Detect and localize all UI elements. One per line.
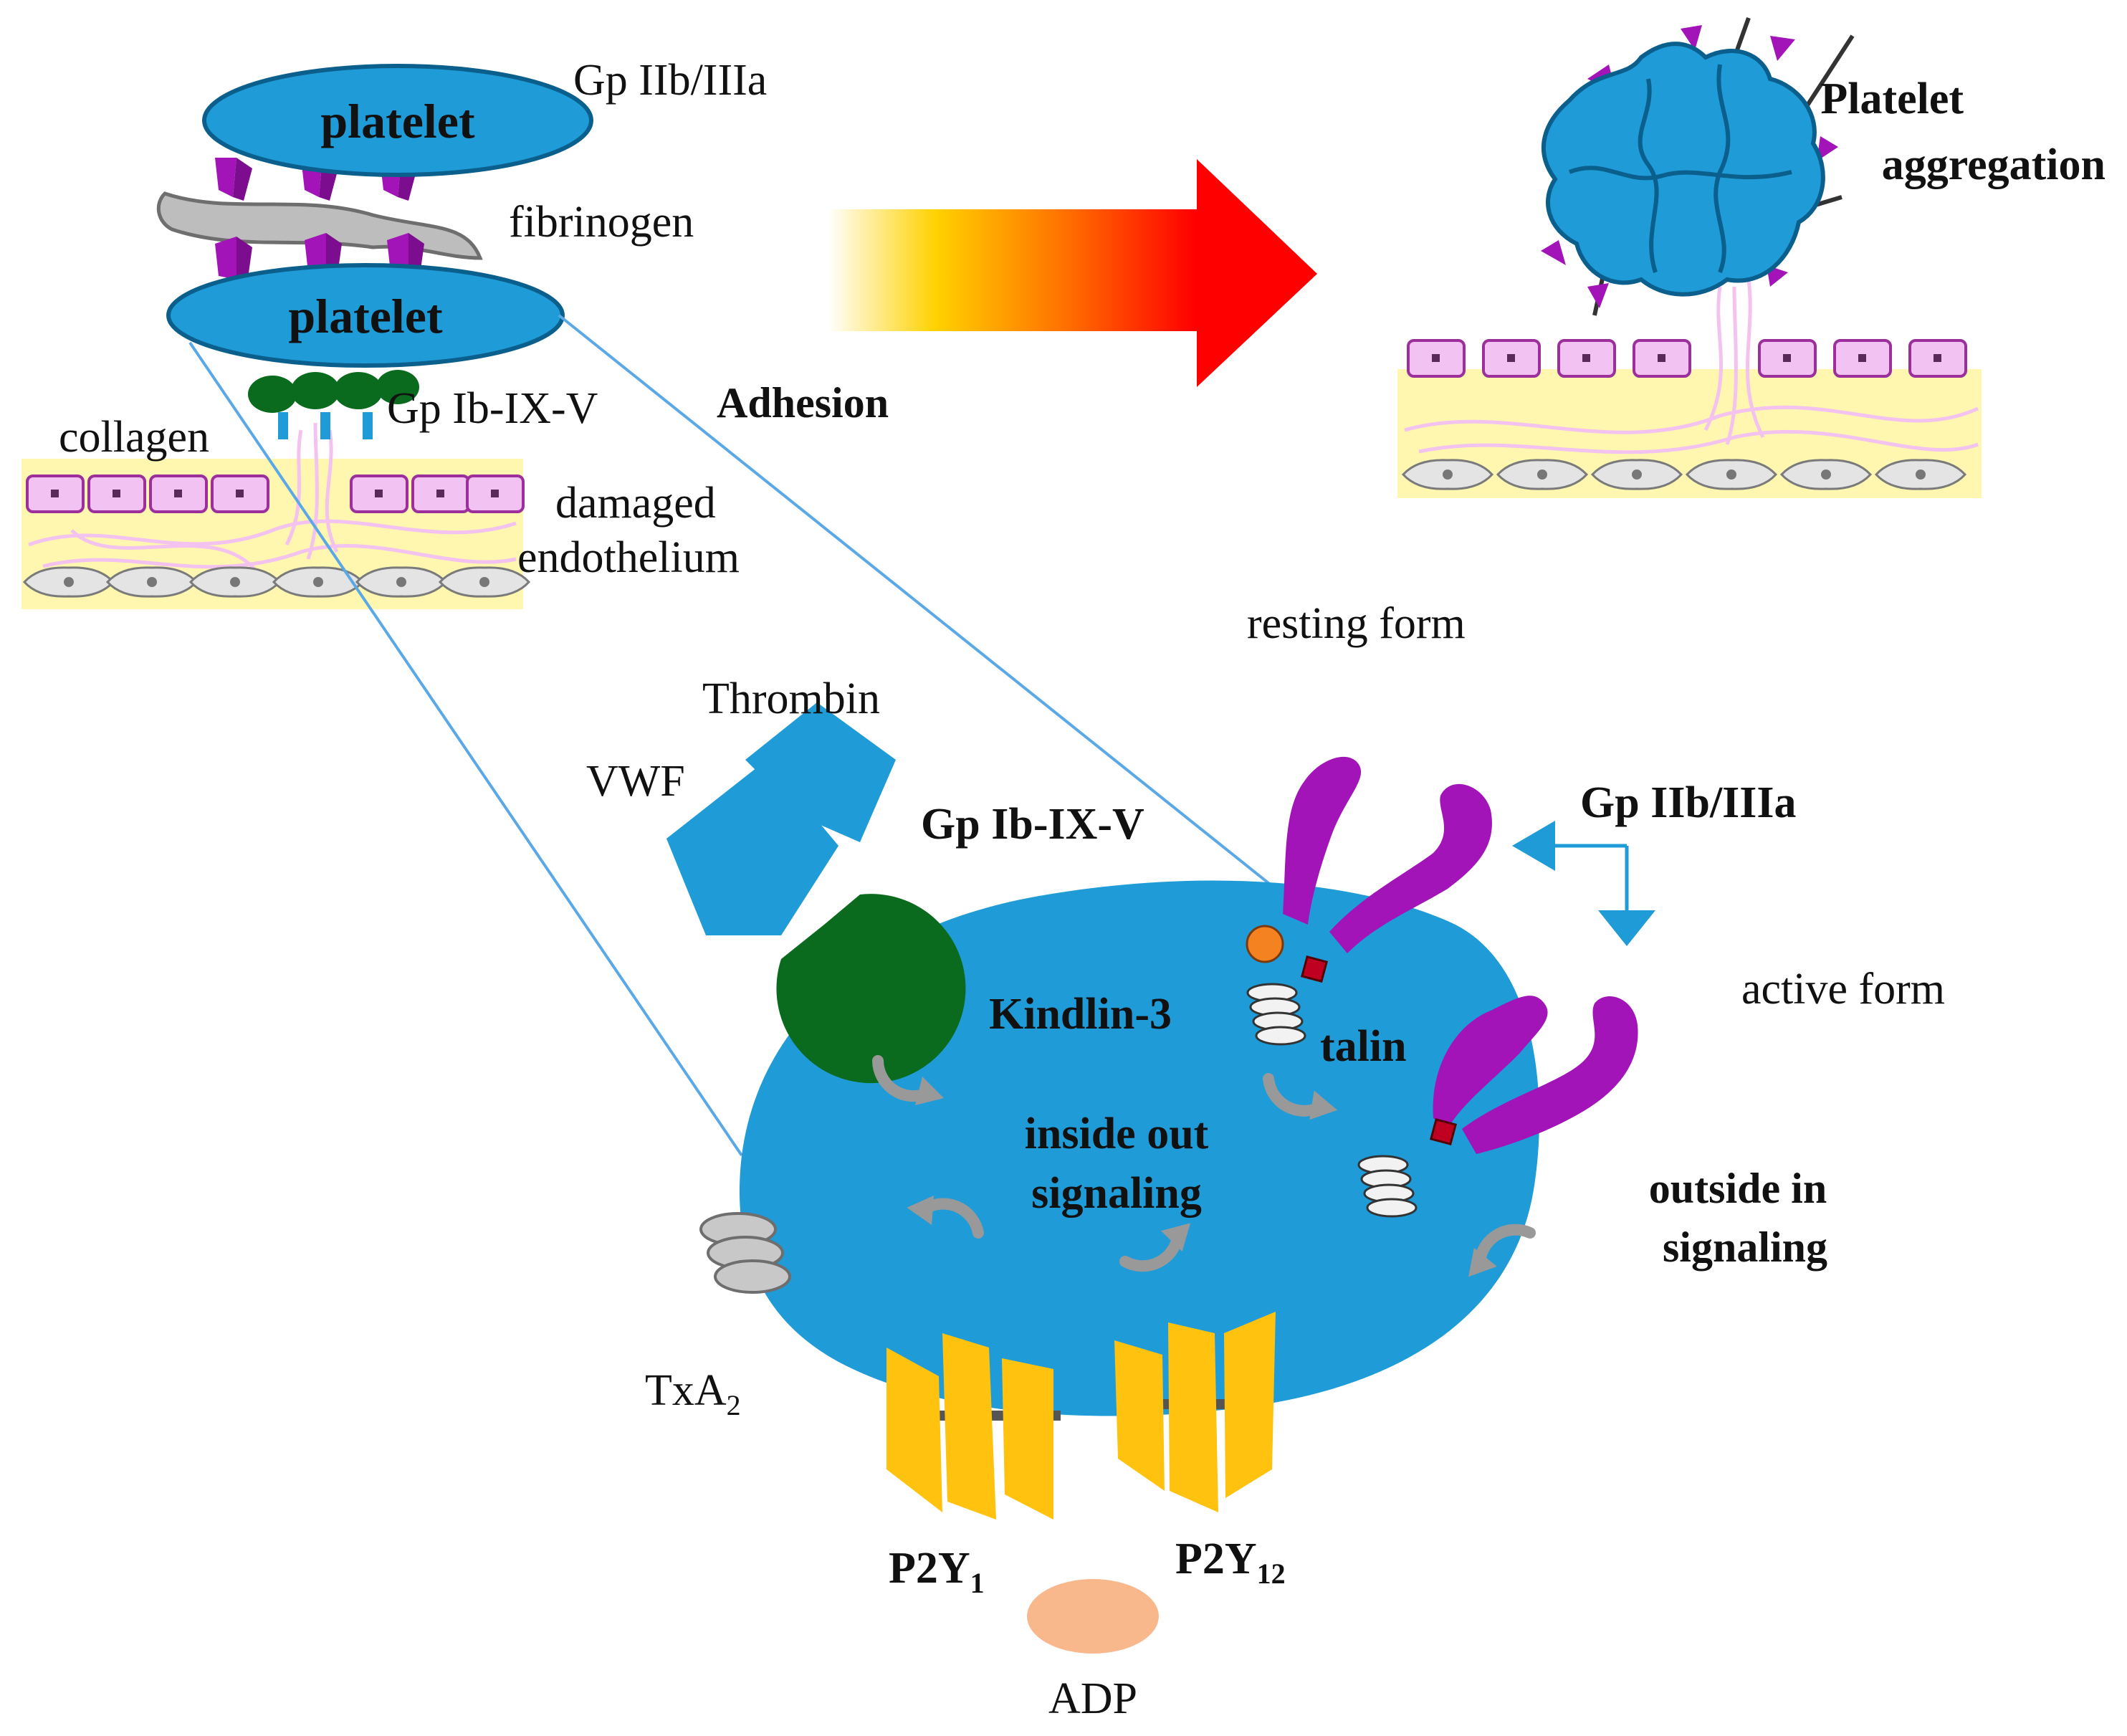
- txa2-receptor: [699, 1212, 791, 1294]
- signaling-panel: resting form Thrombin VWF Gp Ib-IX-V Gp …: [586, 599, 1945, 1723]
- progression-arrow: [828, 159, 1317, 387]
- txa2-label-sub: 2: [727, 1389, 741, 1421]
- gp-iib-iiia-resting: [1246, 756, 1492, 1046]
- txa2-label-main: TxA: [645, 1366, 727, 1415]
- thrombin-label: Thrombin: [702, 674, 880, 723]
- collagen-label: collagen: [59, 413, 209, 462]
- damaged-label: damaged: [555, 479, 716, 528]
- platelet-bottom-label: platelet: [288, 289, 443, 343]
- thrombin-shape: [745, 702, 896, 842]
- collagen-fibers: [28, 422, 517, 575]
- gp-ib-ix-v-top-label: Gp Ib-IX-V: [387, 384, 598, 433]
- talin-label: talin: [1320, 1022, 1407, 1071]
- outside-in-label-2: signaling: [1663, 1224, 1827, 1271]
- kindlin3-label: Kindlin-3: [989, 990, 1172, 1039]
- platelet-aggregate: [1541, 16, 1855, 316]
- adhesion-panel: platelet platelet Gp IIb/IIIa fibrinogen…: [21, 56, 889, 609]
- resting-form-label: resting form: [1247, 599, 1466, 648]
- endothelium-label: endothelium: [517, 533, 740, 582]
- p2y1-label: P2Y1: [889, 1544, 985, 1599]
- adp-label: ADP: [1048, 1674, 1137, 1723]
- endothelial-cell-row-right: [1407, 339, 1967, 378]
- gp-ib-ix-v-receptor: [776, 894, 966, 1084]
- p2y1-label-main: P2Y: [889, 1544, 970, 1593]
- gp-iib-iiia-main-label: Gp IIb/IIIa: [1580, 778, 1797, 827]
- active-form-label: active form: [1741, 965, 1945, 1014]
- inside-out-label-2: signaling: [1031, 1169, 1202, 1218]
- txa2-label: TxA2: [645, 1366, 741, 1421]
- adp-molecule: [1027, 1579, 1159, 1654]
- gp-ib-ix-v-main-label: Gp Ib-IX-V: [921, 800, 1144, 849]
- collagen-fibers-right: [1404, 279, 1979, 454]
- outside-in-label-1: outside in: [1649, 1165, 1827, 1212]
- damaged-vessel-wall: [21, 422, 530, 609]
- p2y1-label-sub: 1: [970, 1567, 985, 1599]
- fibrinogen-label: fibrinogen: [509, 198, 694, 247]
- gp-ib-ix-v-receptors-top: [248, 370, 419, 439]
- p2y12-receptor: [1114, 1312, 1276, 1512]
- platelet-bottom: [166, 263, 565, 368]
- conformation-arrows: [1512, 821, 1655, 946]
- gp-iib-iiia-top-label: Gp IIb/IIIa: [573, 56, 767, 105]
- p2y12-label-sub: 12: [1257, 1558, 1286, 1590]
- platelet-aggregation-label-2: aggregation: [1882, 140, 2106, 189]
- p2y12-label: P2Y12: [1175, 1535, 1286, 1590]
- gp-iib-iiia-active: [1357, 996, 1638, 1218]
- aggregation-panel: Platelet aggregation: [1397, 16, 2106, 498]
- adhesion-label: Adhesion: [717, 379, 889, 426]
- platelet-top: [202, 64, 593, 177]
- platelet-top-label: platelet: [320, 94, 475, 148]
- platelet-aggregation-label-1: Platelet: [1820, 75, 1964, 123]
- inside-out-label-1: inside out: [1025, 1110, 1209, 1158]
- zoom-lines: [188, 314, 1277, 1157]
- vwf-label: VWF: [586, 757, 685, 806]
- p2y1-receptor: [886, 1333, 1061, 1520]
- p2y12-label-main: P2Y: [1175, 1535, 1257, 1583]
